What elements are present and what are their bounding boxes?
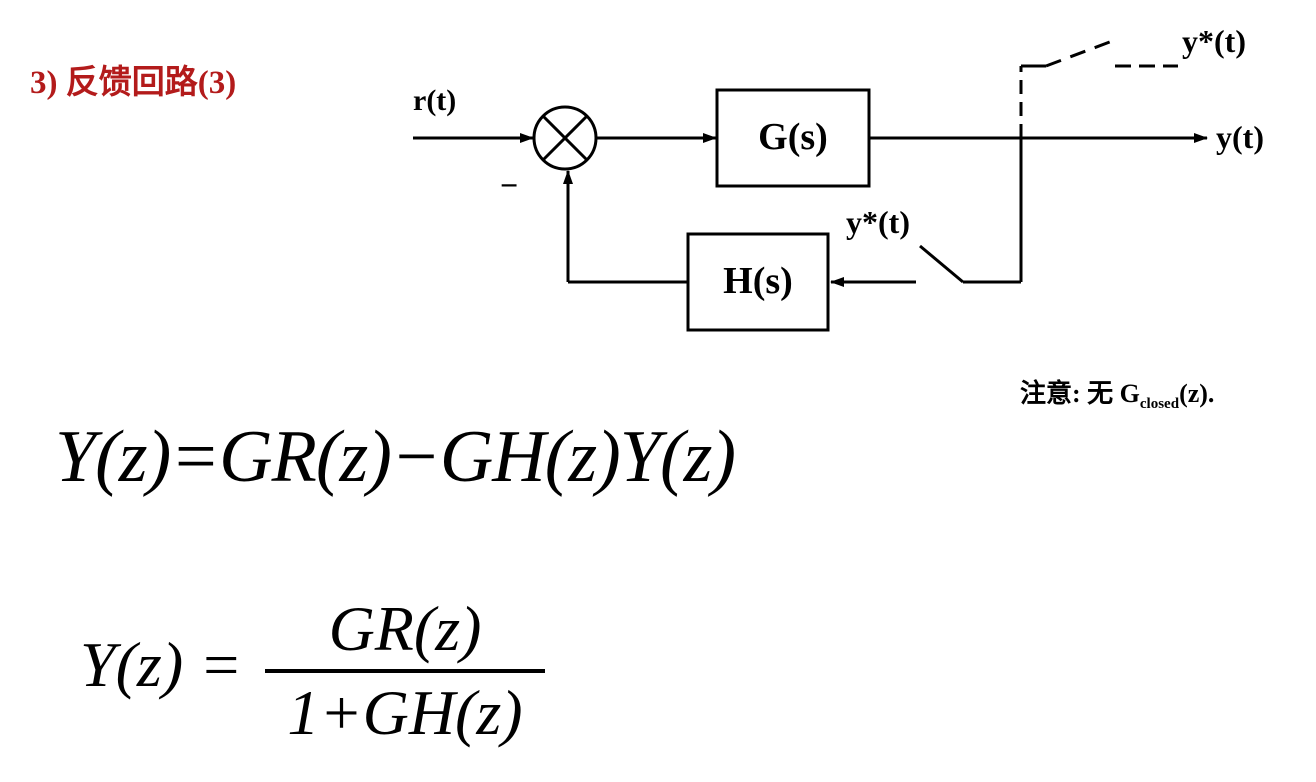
equation-2-lhs: Y(z) =	[80, 629, 243, 700]
minus-sign: −	[500, 167, 518, 203]
sampled-output-feedback-label: y*(t)	[846, 204, 910, 240]
note-suffix: (z).	[1179, 379, 1215, 408]
input-label: r(t)	[413, 84, 456, 117]
slide-title: 3) 反馈回路(3)	[30, 65, 237, 101]
forward-block-label: G(s)	[758, 116, 828, 158]
output-label: y(t)	[1216, 119, 1264, 155]
note-text: 注意: 无 Gclosed(z).	[1020, 373, 1214, 413]
note-subscript: closed	[1139, 396, 1180, 412]
feedback-block	[686, 232, 830, 332]
equation-2-denominator: 1+GH(z)	[287, 677, 523, 748]
equation-2-fraction: GR(z) 1+GH(z)	[265, 593, 545, 749]
equation-2-numerator: GR(z)	[328, 593, 482, 664]
sampled-output-top-label: y*(t)	[1182, 23, 1246, 59]
summing-junction	[532, 105, 598, 171]
equation-1: Y(z)=GR(z)−GH(z)Y(z)	[55, 416, 736, 498]
sampler-top-dashed	[1019, 38, 1178, 138]
sampler-switch	[919, 244, 964, 284]
note-prefix: 注意: 无 G	[1020, 379, 1140, 408]
feedback-block-label: H(s)	[723, 260, 793, 302]
feedback-block-diagram: r(t) − G(s) y(t) y*(t) y*(t) H(s)	[413, 23, 1264, 332]
fraction-bar	[265, 669, 545, 673]
